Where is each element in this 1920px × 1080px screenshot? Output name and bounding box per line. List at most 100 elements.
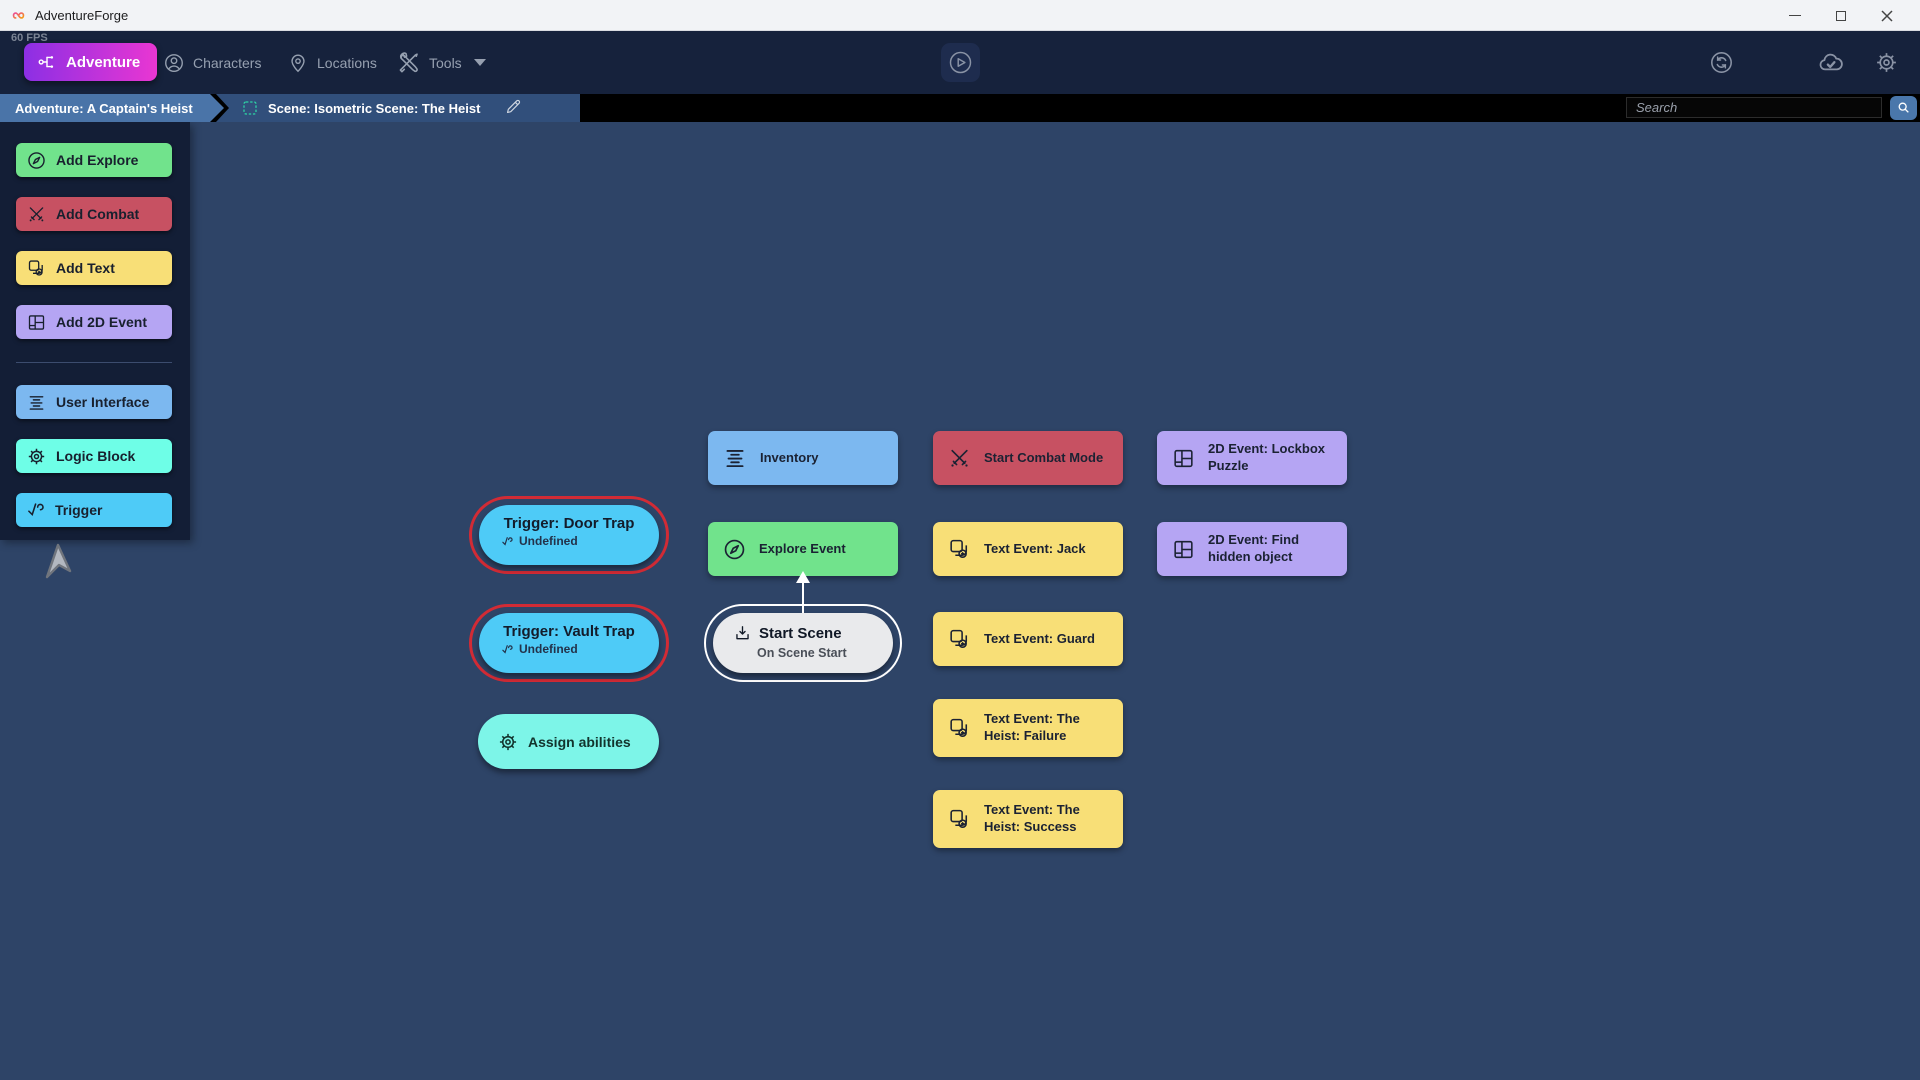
minimize-button[interactable] [1772,0,1818,31]
gear-icon [499,733,517,750]
add-text-button[interactable]: Add Text [16,251,172,285]
node-assign-abilities[interactable]: Assign abilities [478,714,659,769]
node-title: Start Scene [759,625,842,642]
breadcrumb-scene[interactable]: Scene: Isometric Scene: The Heist [216,94,580,122]
breadcrumb-label: Scene: Isometric Scene: The Heist [268,100,481,116]
node-label: Explore Event [759,540,846,556]
tab-adventure[interactable]: Adventure [24,43,158,81]
tab-characters[interactable]: Characters [163,31,261,94]
trigger-button[interactable]: Trigger [16,493,172,527]
node-label: Text Event: Jack [984,540,1086,556]
flow-branch-icon [38,56,54,68]
cursor-arrow [45,543,72,579]
node-trigger-vault-trap[interactable]: Trigger: Vault Trap Undefined [479,613,659,673]
node-start-scene[interactable]: Start Scene On Scene Start [713,613,893,673]
person-circle-icon [165,53,183,72]
palette-label: Logic Block [56,448,136,464]
minimize-icon [1789,15,1801,16]
search-input[interactable] [1626,97,1882,118]
breadcrumb-bar: Adventure: A Captain's Heist Scene: Isom… [0,94,1920,122]
chevron-down-icon [473,59,486,66]
compass-icon [724,539,745,559]
tab-label: Adventure [66,53,141,71]
ui-lines-icon [726,450,744,468]
ui-lines-icon [29,395,44,410]
sync-button[interactable] [1709,31,1734,94]
add-explore-button[interactable]: Add Explore [16,143,172,177]
gear-icon [1877,53,1896,72]
node-label: Text Event: The Heist: Failure [984,711,1080,743]
os-title-bar: AdventureForge [0,0,1920,31]
window-title: AdventureForge [35,7,129,23]
text-pages-icon [28,259,43,276]
node-inventory[interactable]: Inventory [708,431,898,485]
node-2d-event-find-hidden-object[interactable]: 2D Event: Find hidden object [1157,522,1347,576]
maximize-button[interactable] [1818,0,1864,31]
node-label: Start Combat Mode [984,449,1104,465]
node-text-event-heist-failure[interactable]: Text Event: The Heist: Failure [933,699,1123,757]
node-text-event-jack[interactable]: Text Event: Jack [933,522,1123,576]
node-label: Text Event: The Heist: Success [984,802,1080,834]
edit-scene-name-button[interactable] [504,97,523,119]
node-label: Text Event: Guard [984,630,1096,646]
gear-icon [28,448,45,464]
settings-button[interactable] [1874,31,1899,94]
node-palette-sidebar: Add Explore Add Combat Add Text Add 2D E… [0,122,190,540]
search-icon [1898,102,1909,113]
grid-layout-icon [28,314,45,330]
cloud-sync-button[interactable] [1817,31,1845,94]
add-combat-button[interactable]: Add Combat [16,197,172,231]
breadcrumb-adventure[interactable]: Adventure: A Captain's Heist [0,94,224,122]
node-label: Assign abilities [528,733,631,750]
user-interface-button[interactable]: User Interface [16,385,172,419]
app-logo-icon [10,7,27,24]
trigger-pulse-icon [28,503,44,517]
trigger-pulse-icon [502,536,513,546]
maximize-icon [1836,10,1846,21]
grid-layout-icon [1174,449,1193,467]
node-subtitle: On Scene Start [757,646,847,660]
close-button[interactable] [1864,0,1910,31]
node-text-event-guard[interactable]: Text Event: Guard [933,612,1123,666]
node-subtitle: Undefined [519,534,578,548]
connector-arrowhead [796,571,810,583]
node-2d-event-lockbox-puzzle[interactable]: 2D Event: Lockbox Puzzle [1157,431,1347,485]
node-trigger-door-trap[interactable]: Trigger: Door Trap Undefined [479,505,659,565]
text-pages-icon [950,629,968,648]
node-start-combat-mode[interactable]: Start Combat Mode [933,431,1123,485]
trigger-pulse-icon [502,644,513,654]
search-button[interactable] [1890,96,1917,120]
crossed-swords-icon [29,206,44,221]
tools-icon [399,52,418,73]
logic-block-button[interactable]: Logic Block [16,439,172,473]
pencil-icon [507,99,521,114]
tab-tools[interactable]: Tools [396,31,486,94]
scene-start-icon [736,626,749,640]
text-pages-icon [950,539,968,558]
close-icon [1881,9,1893,22]
palette-label: Add Text [56,260,115,276]
play-preview-button[interactable] [941,43,980,82]
palette-label: User Interface [56,394,150,410]
node-text-event-heist-success[interactable]: Text Event: The Heist: Success [933,790,1123,848]
crossed-swords-icon [951,449,968,467]
node-subtitle: Undefined [519,642,578,656]
add-2d-event-button[interactable]: Add 2D Event [16,305,172,339]
palette-label: Trigger [55,502,103,518]
fps-counter: 60 FPS [11,32,48,44]
sync-icon [1711,52,1732,73]
tab-label: Characters [193,54,262,71]
scene-icon [243,101,257,115]
palette-divider [16,362,172,363]
node-label: 2D Event: Find hidden object [1208,532,1300,564]
connector-line [802,583,804,613]
play-circle-icon [949,51,972,74]
palette-label: Add Explore [56,152,139,168]
node-label: 2D Event: Lockbox Puzzle [1208,441,1326,473]
node-explore-event[interactable]: Explore Event [708,522,898,576]
top-nav-bar: 60 FPS Adventure Characters Locations [0,31,1920,94]
tab-locations[interactable]: Locations [287,31,377,94]
palette-label: Add Combat [56,206,140,222]
map-pin-icon [291,54,305,72]
